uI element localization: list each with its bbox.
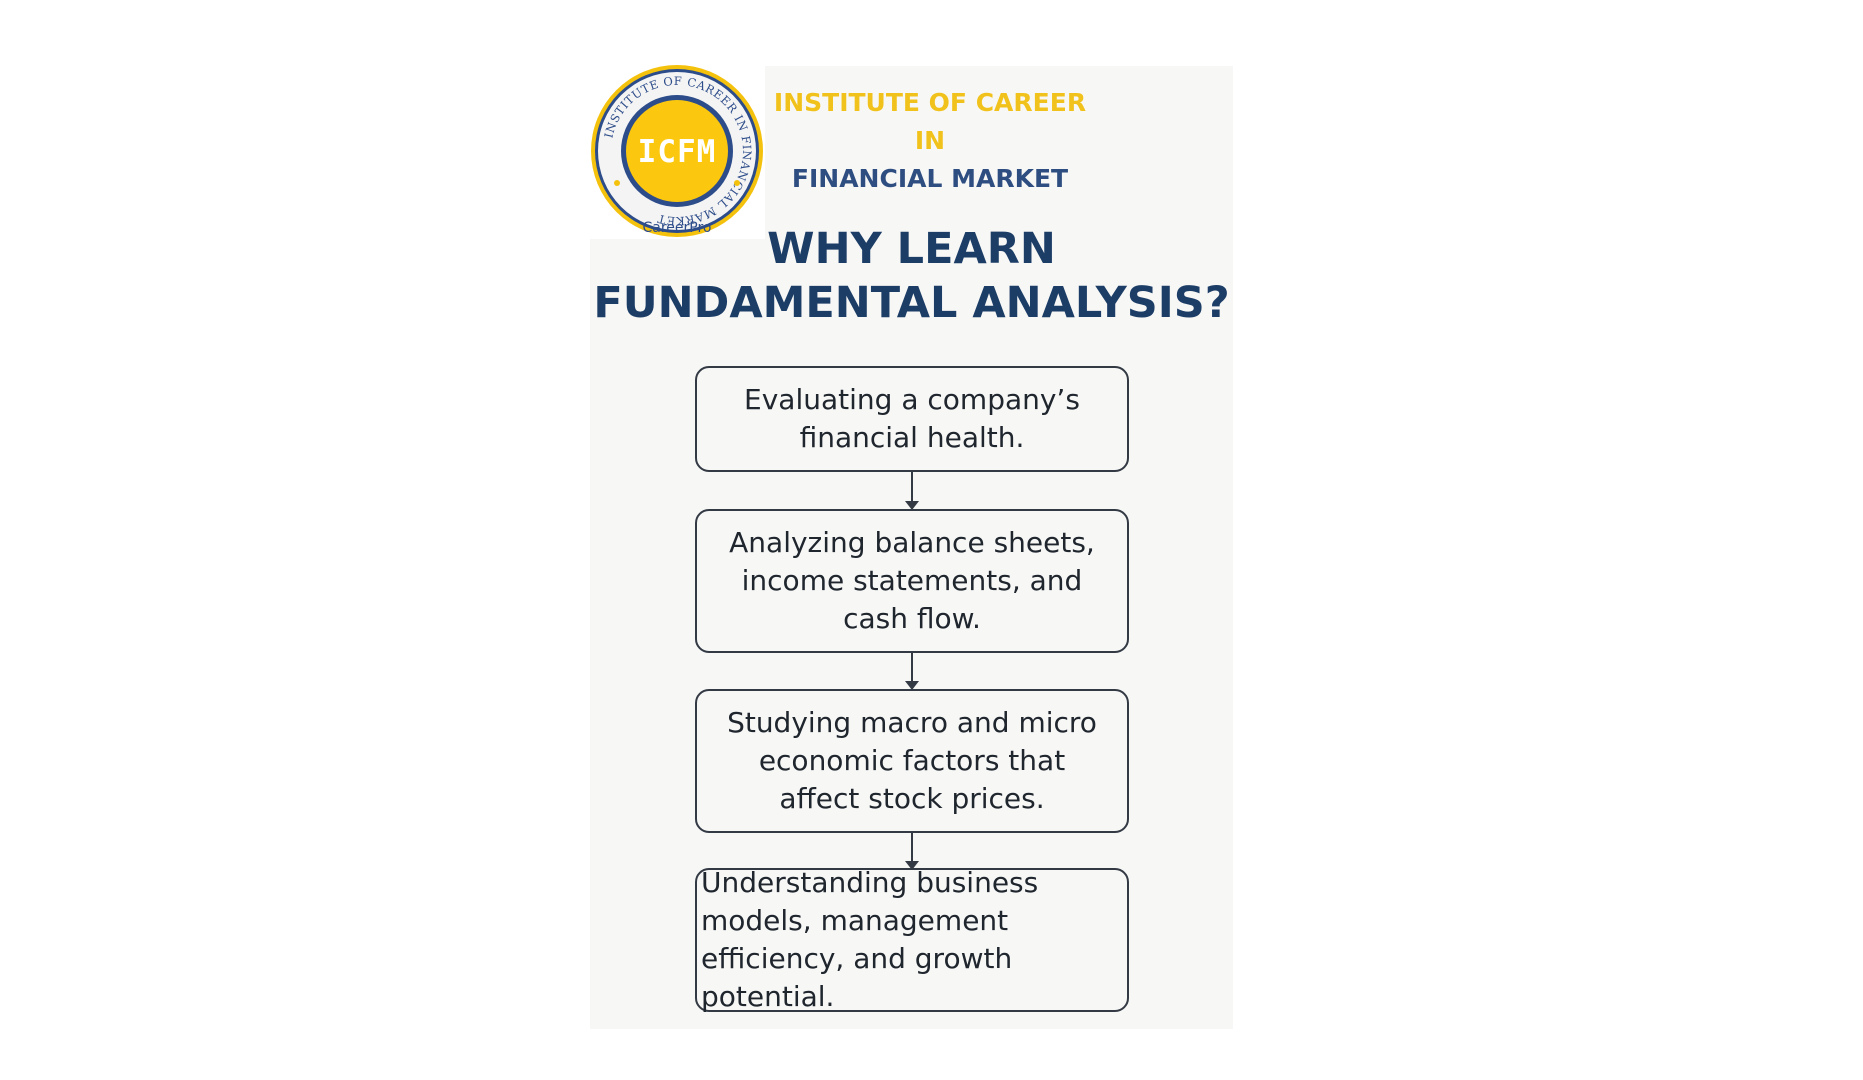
step-text-3: Studying macro and micro economic factor… <box>727 706 1097 815</box>
logo-center-text: ICFM <box>638 134 717 170</box>
institute-name: INSTITUTE OF CAREER IN FINANCIAL MARKET <box>760 84 1100 198</box>
page-title-line1: WHY LEARN <box>767 224 1056 274</box>
flow-arrow-3 <box>904 833 920 870</box>
page-title: WHY LEARN FUNDAMENTAL ANALYSIS? <box>590 222 1233 330</box>
step-text-2: Analyzing balance sheets, income stateme… <box>729 526 1095 635</box>
flow-arrow-2 <box>904 653 920 690</box>
step-text-4: Understanding business models, managemen… <box>701 866 1039 1013</box>
institute-name-line1: INSTITUTE OF CAREER IN <box>773 88 1087 155</box>
step-text-1: Evaluating a company’s financial health. <box>744 383 1080 454</box>
step-box-2: Analyzing balance sheets, income stateme… <box>695 509 1129 653</box>
institute-name-line2: FINANCIAL MARKET <box>791 164 1069 193</box>
step-box-1: Evaluating a company’s financial health. <box>695 366 1129 472</box>
step-box-4: Understanding business models, managemen… <box>695 866 1129 1013</box>
flow-arrow-1 <box>904 472 920 510</box>
step-box-3: Studying macro and micro economic factor… <box>695 689 1129 833</box>
page-title-line2: FUNDAMENTAL ANALYSIS? <box>593 278 1230 328</box>
logo-bottom-text: CareerPro <box>643 220 712 236</box>
icfm-logo: INSTITUTE OF CAREER IN FINANCIAL MARKET … <box>589 63 765 239</box>
icfm-seal-icon: INSTITUTE OF CAREER IN FINANCIAL MARKET … <box>591 65 763 237</box>
